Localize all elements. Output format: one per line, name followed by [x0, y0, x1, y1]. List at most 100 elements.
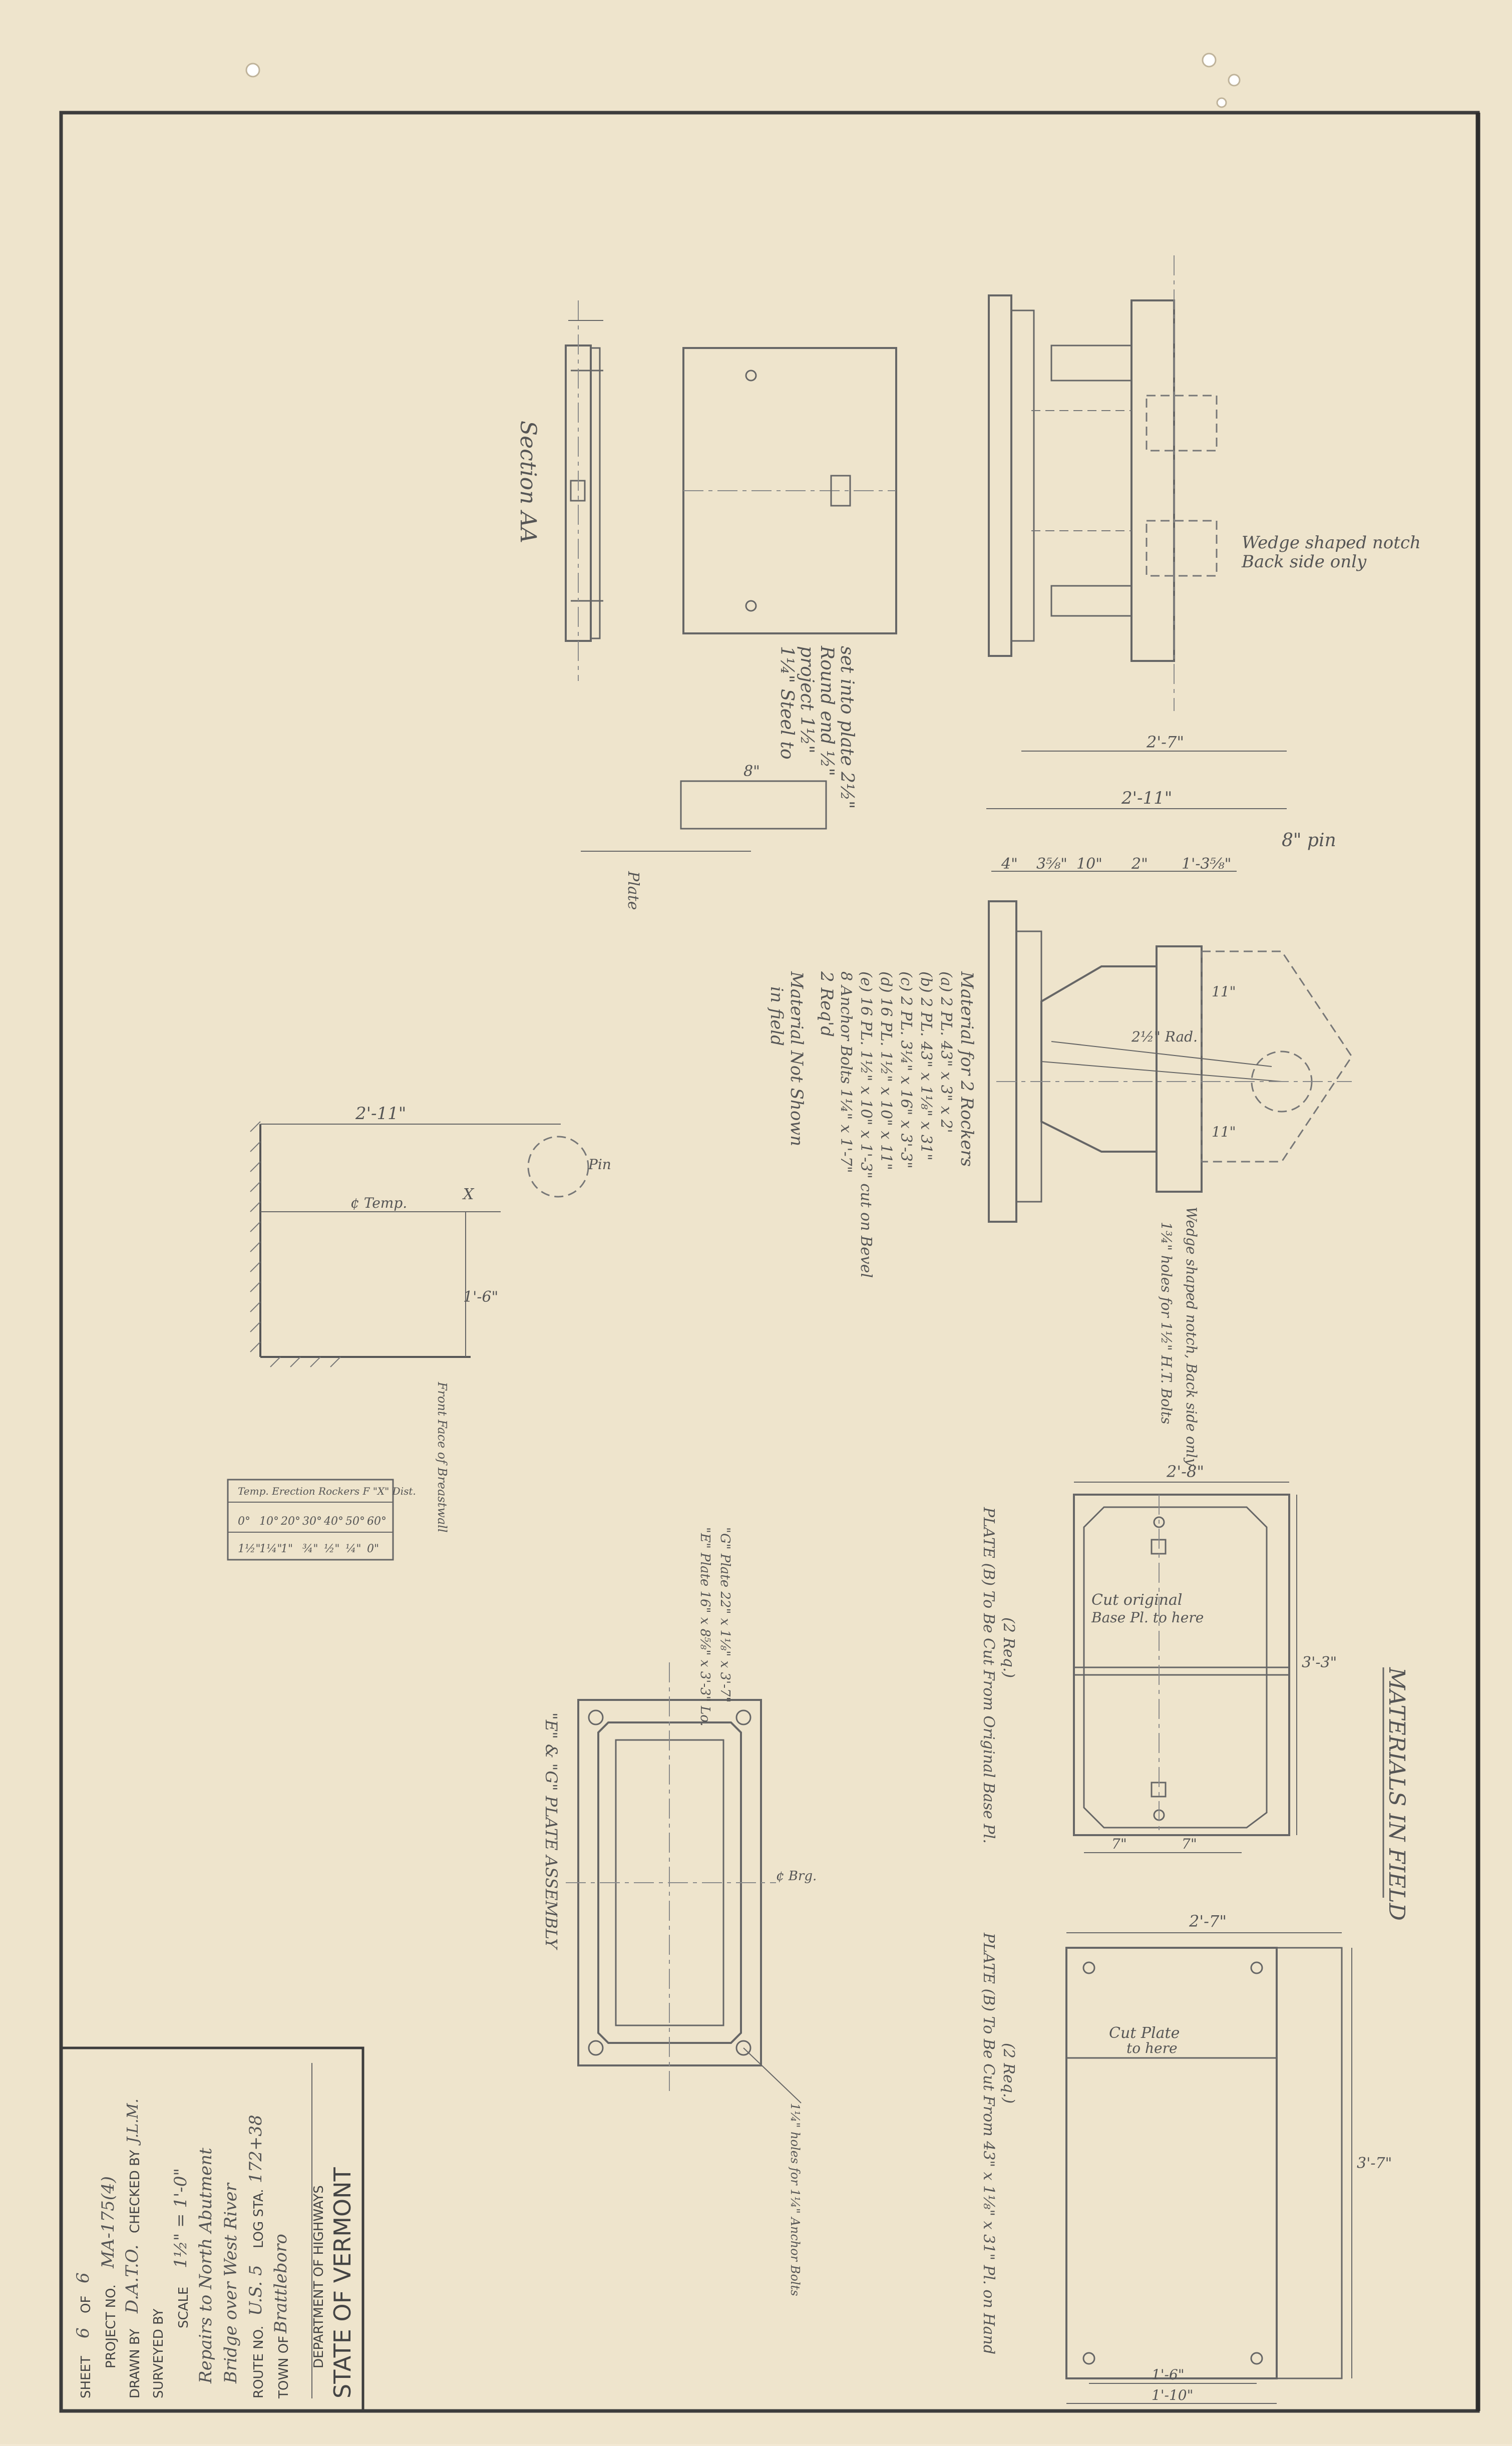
- rocker-plate-c: [1130, 299, 1175, 662]
- department-title: DEPARTMENT OF HIGHWAYS: [311, 2185, 326, 2368]
- route-label: ROUTE NO.: [251, 2326, 266, 2398]
- radius-line: [1041, 1061, 1282, 1082]
- e-plate-inner: [597, 1721, 742, 2044]
- material-a: (a) 2 PL. 43" x 3" x 2': [937, 971, 955, 1133]
- temp-table-frame: [227, 1479, 394, 1561]
- wedge-notch-label: Wedge shaped notch: [1242, 533, 1421, 553]
- temp-table-temp: 60°: [367, 1515, 387, 1528]
- bridge-value: Bridge over West River: [221, 2183, 241, 2384]
- surveyed-label: SURVEYED BY: [151, 2309, 166, 2398]
- dim-2-7b: 2'-7": [1189, 1912, 1227, 1931]
- not-shown: Material Not Shown: [787, 971, 807, 1146]
- project-value: MA-175(4): [98, 2176, 118, 2269]
- state-title: STATE OF VERMONT: [329, 2167, 356, 2398]
- dim-1-6b: 1'-6": [1152, 2366, 1185, 2383]
- wedge-notch-dashed: [1146, 395, 1218, 452]
- checked-label: CHECKED BY: [128, 2150, 143, 2233]
- temp-table-temp: 20°: [280, 1515, 300, 1528]
- temp-table-dist: 1": [281, 1543, 293, 1555]
- dowel-note-3: Round end ½": [817, 645, 837, 776]
- dim-3-7: 3'-7": [1357, 2155, 1392, 2172]
- temp-table-temp: 10°: [259, 1515, 279, 1528]
- material-list: Material for 2 Rockers (a) 2 PL. 43" x 3…: [767, 971, 977, 1278]
- e-plate-note: "E" Plate 16" x 8⅝" x 3'-3" Lo.: [697, 1527, 712, 1726]
- dim-2-11b: 2'-11": [355, 1104, 406, 1124]
- plate-detail: 8" Plate: [581, 763, 827, 910]
- dim-1-3: 1'-3⅝": [1182, 855, 1231, 873]
- anchor-hole: [735, 1709, 751, 1725]
- base-pl-to-here: Base Pl. to here: [1091, 1609, 1204, 1626]
- pin-short: Pin: [588, 1156, 611, 1173]
- temp-table-temp: 40°: [323, 1515, 343, 1528]
- temp-table-dist: ½": [324, 1543, 339, 1555]
- bolt-hole: [1082, 2352, 1095, 2365]
- dim-11b: 11": [1212, 1124, 1236, 1140]
- temp-table-temp: 50°: [345, 1515, 365, 1528]
- route-value: U.S. 5: [246, 2265, 266, 2316]
- plate-b-outline: [1073, 1494, 1290, 1836]
- dowel-note-1: 1¼" Steel to: [777, 646, 797, 760]
- log-value: 172+38: [246, 2115, 266, 2183]
- plate-b-cut-label: PLATE (B) To Be Cut From Original Base P…: [980, 1507, 997, 1844]
- dim-2-8: 2'-8": [1166, 1462, 1204, 1481]
- holes-note: 1¾" holes for 1½" H.T. Bolts: [1158, 1222, 1175, 1424]
- bolt-hole: [745, 600, 757, 612]
- g-plate-note: "G" Plate 22" x 1⅛" x 3'-7": [717, 1527, 732, 1702]
- x-label: X: [462, 1186, 475, 1203]
- plate-b-req: (2 Req.): [1000, 1617, 1017, 1678]
- temp-table: Temp. Erection Rockers F "X" Dist.0°1½"1…: [227, 1479, 416, 1561]
- town-label: TOWN OF: [276, 2336, 291, 2399]
- rocker-elevation: Wedge shaped notch Back side only 2'-7": [988, 255, 1421, 752]
- plate-b-original: 2'-8" 3'-3" Cut original Base Pl. to her…: [980, 1462, 1337, 1853]
- material-f: 8 Anchor Bolts 1¼" x 1'-7": [837, 971, 855, 1173]
- sheet-value: 6: [73, 2327, 93, 2338]
- punch-hole-2: [1202, 53, 1217, 68]
- hatching: [250, 1121, 341, 1367]
- cut-original: Cut original: [1091, 1591, 1182, 1609]
- scale-label: SCALE: [176, 2287, 191, 2328]
- dim-3-5: 3⅝": [1036, 855, 1067, 873]
- material-title: Material for 2 Rockers: [957, 971, 977, 1167]
- section-aa: Section AA: [515, 300, 603, 681]
- temp-table-temp: 0°: [238, 1515, 250, 1528]
- punch-hole-3: [1228, 74, 1241, 87]
- front-face-note: Front Face of Breastwall: [435, 1381, 449, 1533]
- rocker-plate-b: [1010, 309, 1035, 642]
- dim-2: 2": [1131, 855, 1148, 873]
- base-plate-plan: 1¼" Steel to project 1½" Round end ½" se…: [682, 347, 897, 809]
- temp-table-dist: ¾": [302, 1543, 318, 1555]
- wedge-notch-label-b: Back side only: [1241, 552, 1367, 572]
- anchor-note: 1¼" holes for 1¼" Anchor Bolts: [788, 2103, 802, 2296]
- material-b: (b) 2 PL. 43" x 1⅛" x 31": [917, 971, 935, 1161]
- materials-in-field-label: MATERIALS IN FIELD: [1384, 1667, 1409, 1921]
- dowel-note-2: project 1½": [797, 646, 817, 754]
- dowel-note-4: set into plate 2½": [837, 646, 857, 809]
- material-c: (c) 2 PL. 3¼" x 16" x 3'-3": [897, 971, 915, 1169]
- base-plate-slot: [830, 475, 851, 507]
- cut-plate: Cut Plate: [1109, 2024, 1180, 2042]
- section-aa-label: Section AA: [515, 421, 541, 543]
- plate-b2-cut-label: PLATE (B) To Be Cut From 43" x 1⅛" x 31"…: [980, 1932, 997, 2354]
- in-field: in field: [767, 986, 787, 1046]
- dim-2-11: 2'-11": [1121, 788, 1172, 808]
- scale-value: 1½" = 1'-0": [171, 2168, 191, 2268]
- bolt-hole: [1250, 2352, 1263, 2365]
- dim-3-3: 3'-3": [1302, 1654, 1337, 1671]
- punch-hole-4: [1216, 97, 1227, 108]
- sheet-label: SHEET: [79, 2356, 94, 2398]
- anchor-hole: [588, 1709, 604, 1725]
- upper-dims: 2'-11" 8" pin 4" 3⅝" 10" 2" 1'-3⅝": [986, 788, 1336, 873]
- radius-label: 2½" Rad.: [1131, 1028, 1198, 1045]
- dim-7a: 7": [1111, 1836, 1127, 1852]
- dim-1-6: 1'-6": [463, 1288, 498, 1306]
- punch-hole-1: [245, 63, 260, 78]
- bolt-hole: [1250, 1961, 1263, 1974]
- temp-table-dist: 0": [367, 1543, 379, 1555]
- temp-table-dist: 1½": [238, 1543, 260, 1555]
- material-e: (e) 16 PL. 1½" x 10" x 1'-3" cut on Beve…: [857, 971, 875, 1278]
- rocker-outline-dashed: [1201, 950, 1353, 1163]
- rocker-side-view: 2½" Rad. 1¾" holes for 1½" H.T. Bolts We…: [988, 900, 1353, 1467]
- center-brg: ¢ Brg.: [776, 1869, 817, 1884]
